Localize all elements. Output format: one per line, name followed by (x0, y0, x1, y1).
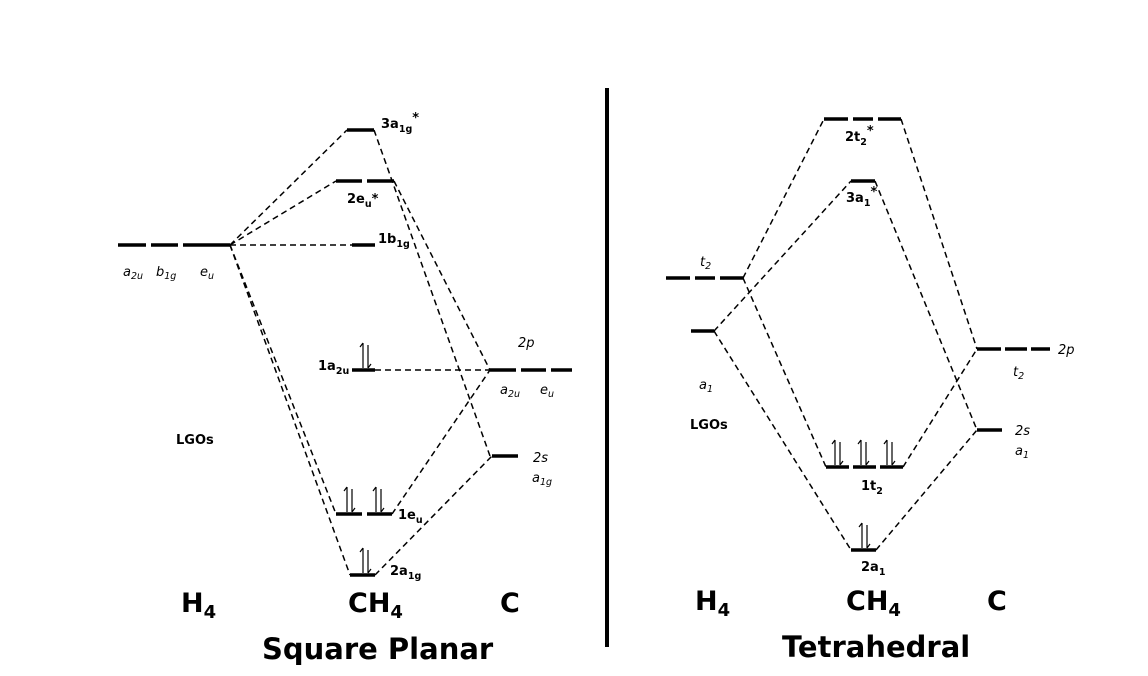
td-mo-levels (824, 117, 903, 552)
td-lgos-label: LGOs (690, 418, 728, 433)
square-planar-diagram: a2u b1g eu LGOs 3a1g* 2eu* 1b1g 1a2u 1eu… (118, 111, 572, 666)
sp-c-2s-sym: a1g (532, 471, 552, 488)
sp-c-2p-sym-eu: eu (540, 383, 554, 400)
sp-mo-label-2eu: 2eu* (347, 192, 379, 210)
td-mo-label-1t2: 1t2 (861, 479, 883, 497)
td-electrons-1t2-b (857, 439, 870, 466)
sp-mo-levels (336, 128, 394, 577)
sp-electrons-1eu-b (372, 486, 385, 513)
sp-lgos-label: LGOs (176, 433, 214, 448)
td-c-2s-sym: a1 (1015, 444, 1029, 461)
td-label-h4: H4 (695, 586, 730, 621)
td-h4-levels (666, 276, 743, 333)
td-electrons-1t2-c (883, 439, 896, 466)
td-title: Tetrahedral (782, 630, 970, 664)
td-label-ch4: CH4 (846, 586, 901, 621)
td-mo-label-2t2: 2t2* (845, 124, 874, 148)
td-c-2p-sym: t2 (1013, 365, 1024, 382)
sp-h4-sym-eu: eu (200, 265, 214, 282)
sp-h4-sym-a2u: a2u (123, 265, 143, 282)
sp-correlation-lines (229, 129, 493, 576)
sp-label-ch4: CH4 (348, 588, 403, 623)
td-mo-label-3a1: 3a1* (846, 185, 877, 209)
sp-c-2p-sym-a2u: a2u (500, 383, 520, 400)
sp-electrons-1eu-a (343, 486, 356, 513)
sp-mo-label-1eu: 1eu (398, 508, 423, 526)
td-label-c: C (987, 586, 1007, 617)
sp-mo-label-1a2u: 1a2u (318, 359, 349, 377)
td-c-levels (977, 347, 1050, 432)
td-electrons-1t2-a (831, 439, 844, 466)
td-correlation-lines (713, 118, 978, 551)
td-electrons-2a1 (858, 522, 871, 549)
td-c-2s-label: 2s (1015, 424, 1030, 439)
sp-title: Square Planar (262, 632, 494, 666)
sp-electrons-1a2u (359, 342, 372, 369)
td-h4-sym-a1: a1 (699, 378, 713, 395)
sp-label-h4: H4 (181, 588, 216, 623)
tetrahedral-diagram: t2 a1 LGOs 2t2* 3a1* 1t2 2a1 (666, 117, 1075, 664)
sp-label-c: C (500, 588, 520, 619)
sp-electrons-2a1g (359, 547, 372, 574)
sp-mo-label-1b1g: 1b1g (378, 232, 410, 250)
sp-c-2s-label: 2s (533, 451, 548, 466)
sp-h4-sym-b1g: b1g (156, 265, 176, 282)
sp-mo-label-2a1g: 2a1g (390, 564, 421, 582)
sp-c-levels (490, 368, 572, 458)
sp-mo-label-3a1g: 3a1g* (381, 111, 419, 135)
td-h4-sym-t2: t2 (700, 255, 711, 272)
td-mo-label-2a1: 2a1 (861, 560, 885, 578)
td-c-2p-label: 2p (1058, 343, 1075, 358)
sp-c-2p-label: 2p (518, 336, 535, 351)
